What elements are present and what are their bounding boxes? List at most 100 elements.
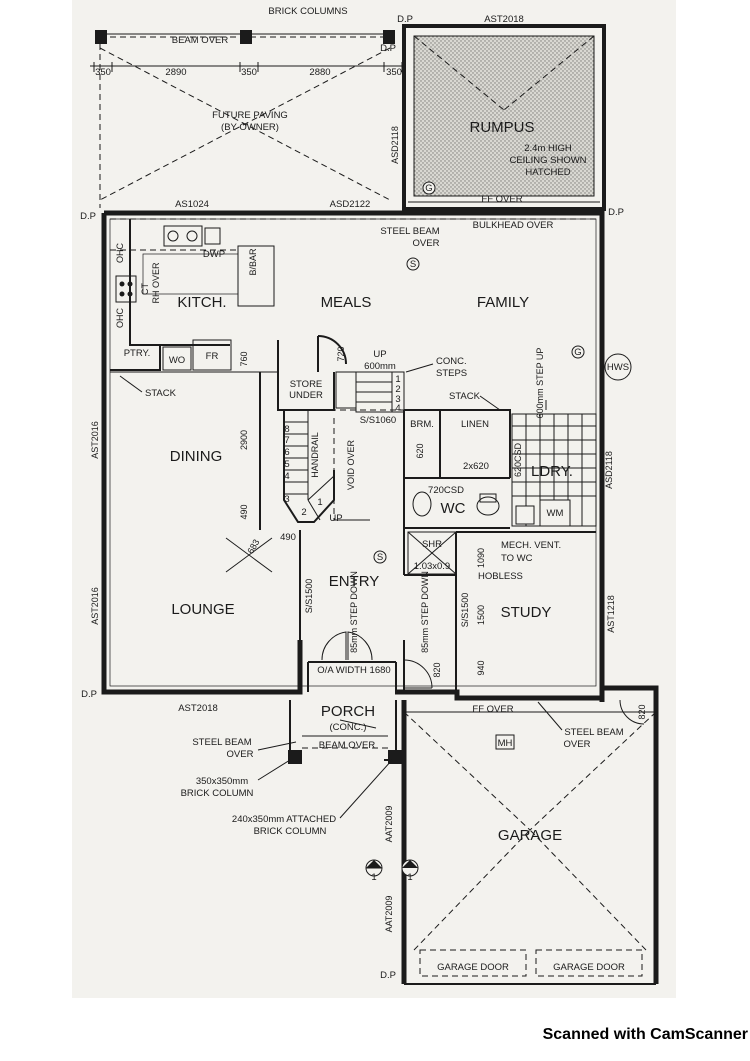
- garage-door-a-label: GARAGE DOOR: [437, 962, 509, 973]
- wm-label: WM: [547, 508, 564, 519]
- up-600-mm-label: 600mm: [364, 361, 396, 372]
- rumpus-note-1: 2.4m HIGH: [524, 143, 572, 154]
- stair-step-8: 8: [284, 424, 289, 435]
- sink: [163, 225, 203, 247]
- dim-1090: 1090: [476, 548, 486, 568]
- garage-door-b-label: GARAGE DOOR: [553, 962, 625, 973]
- dim-350-b: 350: [241, 67, 257, 78]
- ast2016-a-label: AST2016: [90, 421, 100, 459]
- rumpus-note-3: HATCHED: [525, 167, 570, 178]
- dim-490-b: 490: [280, 532, 296, 543]
- entry-doors: [307, 631, 433, 692]
- section-marker-right-label: 1: [407, 872, 412, 883]
- up-stair-label: UP: [329, 513, 342, 524]
- conc-steps-label-2: STEPS: [436, 368, 467, 379]
- hws-label: HWS: [607, 362, 629, 373]
- upper-step-2: 2: [395, 384, 400, 395]
- step-up-label: 600mm STEP UP: [535, 348, 545, 419]
- up-600-label: UP: [373, 349, 386, 360]
- asd2118-left-label: ASD2118: [390, 126, 400, 164]
- dim-720: 720: [336, 346, 346, 361]
- gas-point-rumpus: [422, 181, 436, 195]
- steel-beam-label-2: STEEL BEAM: [192, 737, 251, 748]
- dp-label-left: D.P: [80, 211, 96, 222]
- brick-columns-label: BRICK COLUMNS: [268, 6, 347, 17]
- laundry-trough: [515, 505, 535, 525]
- washing-machine: [539, 499, 571, 527]
- dim-490-a: 490: [239, 504, 249, 519]
- room-study: STUDY: [501, 604, 552, 621]
- rumpus-note-2: CEILING SHOWN: [509, 155, 586, 166]
- dim-350-a: 350: [95, 67, 111, 78]
- dwp-label: DWP: [203, 249, 225, 260]
- ff-over-bottom-label: FF OVER: [472, 704, 513, 715]
- csd620-label: 620CSD: [513, 442, 523, 477]
- mech-vent-wc-label: TO WC: [501, 553, 533, 564]
- beam-over-top-label: BEAM OVER: [172, 35, 229, 46]
- asd2118-right-label: ASD2118: [604, 451, 614, 489]
- manhole-label: MH: [498, 738, 513, 749]
- bbar-label: B/BAR: [248, 248, 258, 276]
- upper-step-1: 1: [395, 374, 400, 385]
- dim-760: 760: [239, 351, 249, 366]
- smoke-alarm-meals: [406, 257, 420, 271]
- ct-label: CT: [140, 283, 150, 295]
- step-down-a-label: 85mm STEP DOWN: [349, 571, 359, 653]
- alfresco-area: [90, 30, 403, 208]
- scanner-watermark: Scanned with CamScanner: [542, 1026, 748, 1043]
- dim-683: 683: [245, 537, 261, 555]
- dim-620: 620: [415, 443, 425, 458]
- conc-steps-label: CONC.: [436, 356, 467, 367]
- porch-conc-label: (CONC.): [330, 722, 367, 733]
- stair-step-5: 5: [284, 459, 289, 470]
- stair-step-3: 3: [284, 494, 289, 505]
- room-family: FAMILY: [477, 294, 529, 311]
- dp-label-lounge: D.P: [81, 689, 97, 700]
- pantry-label: PTRY.: [124, 348, 151, 359]
- steel-beam-label-3: STEEL BEAM: [564, 727, 623, 738]
- room-dining: DINING: [170, 448, 223, 465]
- gas-marker-family: G: [574, 347, 581, 358]
- dim-350-c: 350: [386, 67, 402, 78]
- upper-step-3: 3: [395, 394, 400, 405]
- linen-label: LINEN: [461, 419, 489, 430]
- stack-label-1: STACK: [145, 388, 177, 399]
- bulkhead-over-label: BULKHEAD OVER: [473, 220, 554, 231]
- stair-step-4: 4: [284, 471, 289, 482]
- steel-beam-label-1: STEEL BEAM: [380, 226, 439, 237]
- wet-areas: [403, 409, 597, 692]
- main-house-walls: [101, 210, 605, 702]
- manhole: [495, 734, 515, 750]
- over-label-3: OVER: [564, 739, 591, 750]
- ss1500-b-label: S/S1500: [460, 593, 470, 628]
- ss1060-label: S/S1060: [360, 415, 396, 426]
- store-label: STORE: [290, 379, 323, 390]
- kitchen-joinery: [110, 219, 279, 373]
- dp-label-rumpus: D.P: [380, 43, 396, 54]
- upper-step-4: 4: [395, 403, 400, 414]
- laundry-tiles: [512, 414, 596, 526]
- room-wc: WC: [441, 500, 466, 517]
- future-paving-label: FUTURE PAVING: [212, 110, 288, 121]
- handrail-label: HANDRAIL: [310, 432, 320, 478]
- section-marker-left: [365, 859, 383, 877]
- col-350-brick-label: BRICK COLUMN: [181, 788, 254, 799]
- csd720-label: 720CSD: [428, 485, 464, 496]
- stack-label-2: STACK: [449, 391, 481, 402]
- asd2122-label: ASD2122: [330, 199, 371, 210]
- dim-2880: 2880: [309, 67, 330, 78]
- dim-820-b: 820: [637, 704, 647, 719]
- col-240-brick-label: BRICK COLUMN: [254, 826, 327, 837]
- rumpus-wall: [402, 24, 606, 211]
- ohc-label-2: OHC: [115, 308, 125, 329]
- fridge-space: [192, 339, 232, 371]
- wc-basin: [412, 491, 432, 517]
- section-marker-right: [401, 859, 419, 877]
- upper-steps: [317, 335, 405, 413]
- garage-walls: [401, 685, 659, 985]
- ast1218-label: AST1218: [606, 595, 616, 633]
- stair-core: [225, 372, 404, 573]
- wall-oven-label: WO: [169, 355, 185, 366]
- ast2016-b-label: AST2016: [90, 587, 100, 625]
